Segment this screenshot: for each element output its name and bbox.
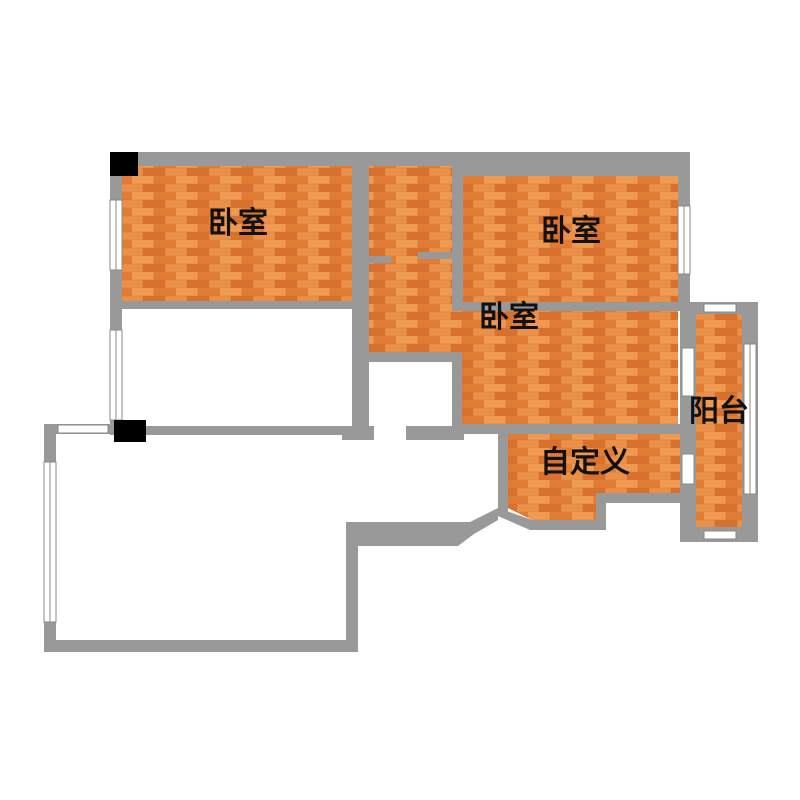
bedroom-3-floor <box>369 166 678 424</box>
window-balcony-top <box>703 303 737 313</box>
wall-corridor-right <box>406 426 464 440</box>
wall-living-top <box>110 426 352 435</box>
columns <box>110 152 146 442</box>
bedroom-2-floor <box>463 176 678 302</box>
wall-custom-top <box>462 424 696 434</box>
wall-custom-bottom <box>498 508 596 530</box>
wall-top-right <box>452 152 690 176</box>
wall-stub-right <box>418 252 452 259</box>
room-label-bedroom-2: 卧室 <box>541 214 601 249</box>
room-label-bedroom-1: 卧室 <box>208 206 268 241</box>
room-label-custom: 自定义 <box>540 445 630 480</box>
window-bedroom3-right <box>681 347 695 397</box>
window-living-top <box>57 424 109 434</box>
balcony-floor <box>696 314 742 527</box>
wall-living-slant <box>346 508 498 546</box>
wall-living-right <box>346 522 358 652</box>
wall-hall-right <box>452 352 462 434</box>
wall-partition-b <box>452 152 463 310</box>
wall-partition-a <box>352 152 369 440</box>
window-custom-right <box>681 453 695 485</box>
custom-room-floor <box>508 434 680 520</box>
wall-bedroom1-bottom <box>110 301 362 309</box>
wall-top-left <box>110 152 462 166</box>
room-labels: 卧室 卧室 卧室 阳台 自定义 <box>208 206 749 480</box>
column-mid-left <box>114 420 146 442</box>
column-top-left <box>110 152 138 176</box>
walls <box>44 152 758 652</box>
room-label-balcony: 阳台 <box>689 394 749 429</box>
wall-bedroom2-bottom <box>452 302 688 311</box>
wall-bedroom3-bottom <box>360 352 460 362</box>
wall-custom-bottom-right <box>596 493 686 503</box>
window-balcony-bottom <box>703 530 737 540</box>
bedroom-1-floor <box>122 166 352 301</box>
room-label-bedroom-3: 卧室 <box>479 300 539 335</box>
wall-custom-step <box>596 493 606 530</box>
wall-custom-left <box>498 424 508 514</box>
wall-living-bottom <box>44 640 358 652</box>
wall-stub-left <box>369 256 391 263</box>
floors <box>122 166 742 527</box>
windows <box>43 199 757 623</box>
